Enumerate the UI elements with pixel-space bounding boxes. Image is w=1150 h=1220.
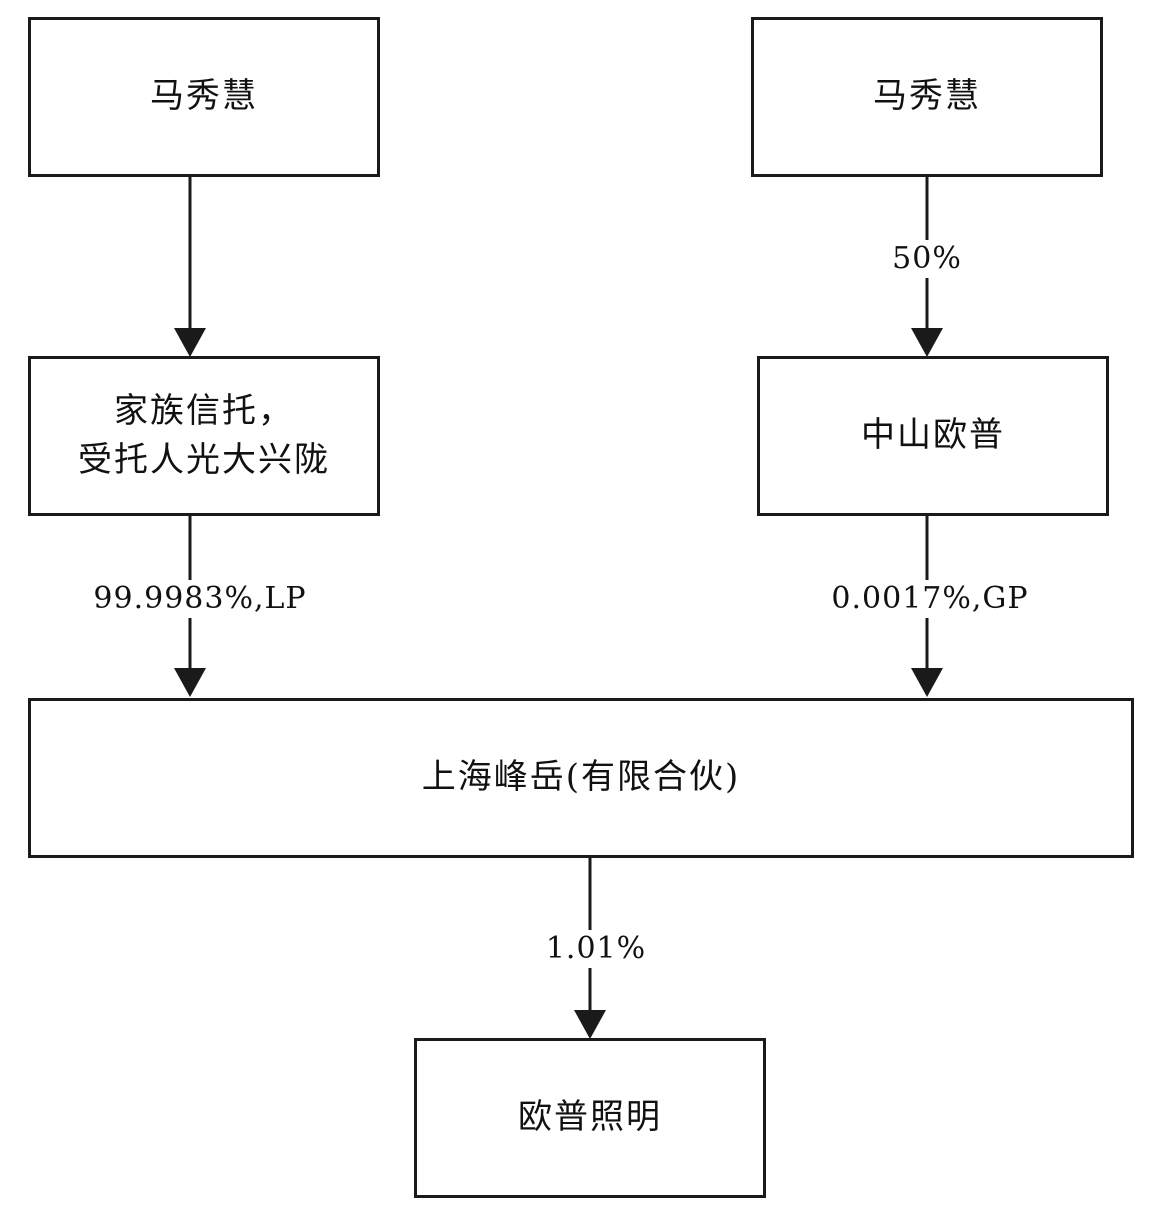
arrowhead-icon <box>911 668 943 697</box>
node-opple-lighting: 欧普照明 <box>414 1038 766 1198</box>
node-family-trust: 家族信托， 受托人光大兴陇 <box>28 356 380 516</box>
node-family-trust-line2: 受托人光大兴陇 <box>78 440 330 480</box>
edge-label-50-percent: 50% <box>888 240 966 278</box>
edge-owner-left-to-trust <box>174 176 206 357</box>
node-shanghai-fengyue-label: 上海峰岳(有限合伙) <box>421 757 741 798</box>
node-zhongshan-opple-label: 中山欧普 <box>861 415 1005 456</box>
node-shanghai-fengyue: 上海峰岳(有限合伙) <box>28 698 1134 858</box>
arrowhead-icon <box>174 668 206 697</box>
node-family-trust-line1: 家族信托， <box>114 390 294 431</box>
node-owner-left-label: 马秀慧 <box>150 76 258 117</box>
edge-label-zhongshan-share: 0.0017%,GP <box>827 580 1033 618</box>
node-opple-lighting-label: 欧普照明 <box>518 1097 662 1138</box>
arrowhead-icon <box>174 328 206 357</box>
node-owner-left: 马秀慧 <box>28 17 380 177</box>
node-zhongshan-opple: 中山欧普 <box>757 356 1109 516</box>
arrowhead-icon <box>911 328 943 357</box>
node-owner-right-label: 马秀慧 <box>873 76 981 117</box>
node-owner-right: 马秀慧 <box>751 17 1103 177</box>
edge-label-trust-share: 99.9983%,LP <box>89 580 311 618</box>
arrowhead-icon <box>574 1010 606 1039</box>
edge-label-fengyue-share: 1.01% <box>541 930 651 968</box>
